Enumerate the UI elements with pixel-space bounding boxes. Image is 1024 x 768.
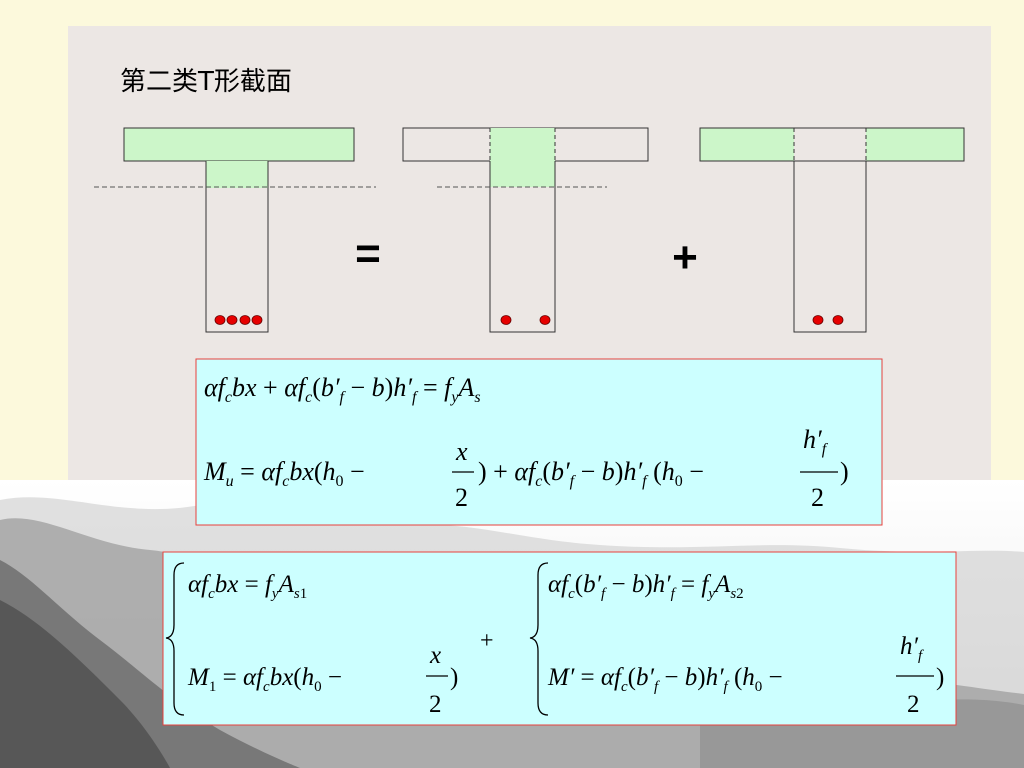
svg-text:): ): [450, 664, 458, 691]
equilibrium-equation: αfcbx + αfc(b′f − b)h′f = fyAs: [204, 373, 481, 406]
svg-text:x: x: [429, 642, 441, 669]
rebar: [214, 315, 226, 325]
svg-text:M1 = αfcbx(h0 −: M1 = αfcbx(h0 −: [187, 664, 342, 695]
svg-text:2: 2: [907, 691, 920, 718]
rebar: [832, 315, 844, 325]
equals-operator: =: [355, 229, 381, 278]
rebar-group: [500, 315, 551, 325]
rebar: [812, 315, 824, 325]
formula-box-total: αfcbx + αfc(b′f − b)h′f = fyAs Mu = αfcb…: [195, 358, 883, 526]
rebar-group: [214, 315, 263, 325]
rebar: [239, 315, 251, 325]
rebar: [539, 315, 551, 325]
svg-text:h′f: h′f: [803, 425, 829, 458]
rebar-group: [812, 315, 844, 325]
rebar: [251, 315, 263, 325]
right-moment-equation: M′ = αfc(b′f − b)h′f (h0 − h′f 2 ): [547, 633, 944, 718]
t-section-full: [94, 127, 376, 333]
right-equilibrium-equation: αfc(b′f − b)h′f = fyAs2: [548, 571, 744, 602]
right-brace: [529, 562, 549, 716]
svg-text:x: x: [455, 437, 468, 466]
plus-sign: +: [480, 628, 494, 654]
svg-text:M′ = αfc(b′f − b)h′f (h0 −: M′ = αfc(b′f − b)h′f (h0 −: [547, 664, 783, 695]
svg-text:): ): [936, 664, 944, 691]
plus-operator: +: [672, 233, 698, 282]
svg-text:) + αfc(b′f − b)h′f (h0 −: ) + αfc(b′f − b)h′f (h0 −: [478, 457, 704, 490]
svg-text:Mu = αfcbx(h0 −: Mu = αfcbx(h0 −: [203, 457, 365, 490]
svg-text:): ): [840, 457, 849, 486]
left-brace: [165, 562, 185, 716]
svg-text:2: 2: [429, 691, 442, 718]
svg-text:h′f: h′f: [900, 633, 924, 664]
left-equilibrium-equation: αfcbx = fyAs1: [188, 571, 307, 602]
moment-equation: Mu = αfcbx(h0 − x 2 ) + αfc(b′f − b)h′f …: [203, 425, 849, 512]
rebar: [500, 315, 512, 325]
left-moment-equation: M1 = αfcbx(h0 − x 2 ): [187, 642, 458, 718]
t-section-flange-part: [699, 127, 965, 333]
svg-text:2: 2: [455, 483, 468, 512]
svg-text:2: 2: [811, 483, 824, 512]
formula-box-split: αfcbx = fyAs1 M1 = αfcbx(h0 − x 2 ) + αf…: [162, 551, 957, 726]
rebar: [226, 315, 238, 325]
slide-title: 第二类T形截面: [120, 67, 292, 97]
t-section-web-part: [402, 127, 649, 333]
